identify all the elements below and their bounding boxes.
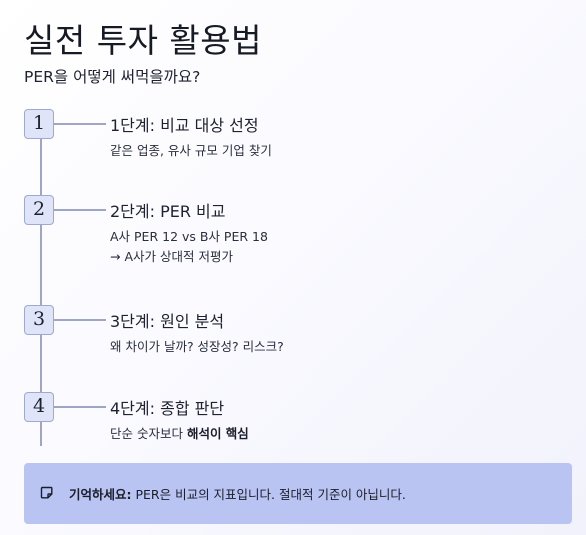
step-connector — [54, 319, 106, 321]
step-description-emphasis: 해석이 핵심 — [186, 426, 249, 441]
step-number-badge: 3 — [24, 305, 54, 335]
step-number-badge: 4 — [24, 392, 54, 422]
step-title: 2단계: PER 비교 — [110, 202, 226, 221]
page-title: 실전 투자 활용법 — [24, 21, 262, 60]
step-description-line: → A사가 상대적 저평가 — [110, 249, 233, 264]
page-subtitle: PER을 어떻게 써먹을까요? — [24, 68, 201, 86]
step-description: A사 PER 12 vs B사 PER 18 → A사가 상대적 저평가 — [110, 227, 268, 267]
step-connector — [54, 406, 106, 408]
callout-message: PER은 비교의 지표입니다. 절대적 기준이 아닙니다. — [131, 487, 406, 502]
step-number-badge: 2 — [24, 195, 54, 225]
timeline-line — [40, 124, 42, 446]
step-connector — [54, 209, 106, 211]
note-icon — [40, 486, 53, 499]
step-description: 왜 차이가 날까? 성장성? 리스크? — [110, 337, 284, 357]
step-title: 3단계: 원인 분석 — [110, 312, 225, 331]
step-number-badge: 1 — [24, 109, 54, 139]
step-description-text: 왜 차이가 날까? 성장성? 리스크? — [110, 339, 284, 354]
step-title: 4단계: 종합 판단 — [110, 399, 225, 418]
step-description: 단순 숫자보다 해석이 핵심 — [110, 424, 249, 444]
reminder-callout: 기억하세요: PER은 비교의 지표입니다. 절대적 기준이 아닙니다. — [24, 463, 572, 524]
callout-label: 기억하세요: — [69, 487, 132, 502]
step-description-text: 단순 숫자보다 — [110, 426, 187, 441]
callout-text: 기억하세요: PER은 비교의 지표입니다. 절대적 기준이 아닙니다. — [69, 484, 406, 503]
step-connector — [54, 123, 106, 125]
step-description-text: 같은 업종, 유사 규모 기업 찾기 — [110, 143, 272, 158]
step-title: 1단계: 비교 대상 선정 — [110, 116, 259, 135]
step-description: 같은 업종, 유사 규모 기업 찾기 — [110, 141, 272, 161]
step-description-line: A사 PER 12 vs B사 PER 18 — [110, 229, 268, 244]
